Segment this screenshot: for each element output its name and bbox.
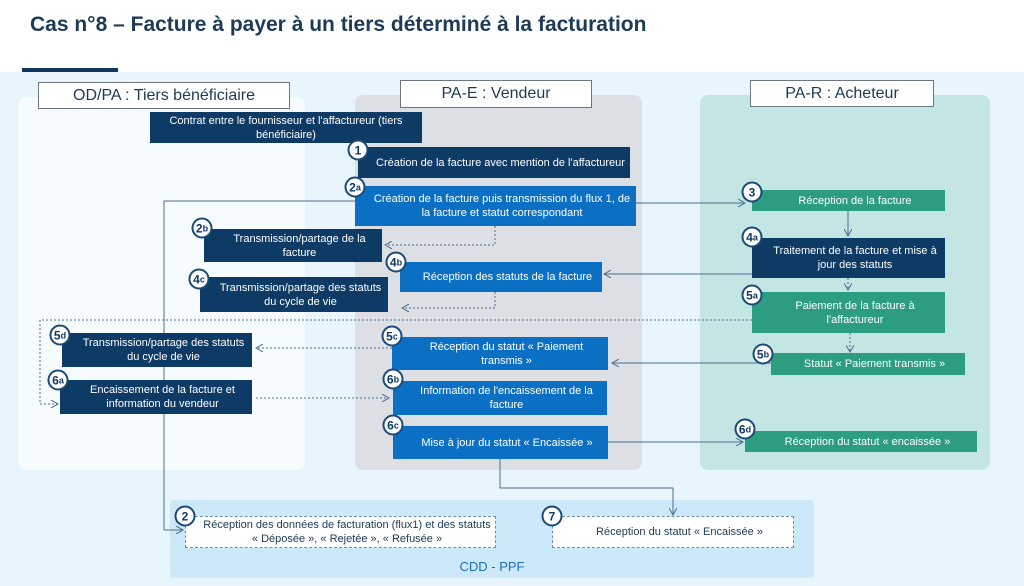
step-5a-box: Paiement de la facture à l'affactureur: [752, 292, 945, 333]
title-underline: [22, 68, 118, 72]
header-od: OD/PA : Tiers bénéficiaire: [38, 82, 290, 109]
contract-box: Contrat entre le fournisseur et l'affact…: [150, 112, 422, 143]
step-4b-box: Réception des statuts de la facture: [400, 262, 602, 292]
cdd-label: CDD - PPF: [459, 559, 525, 574]
step-badge-1: 1: [347, 139, 369, 161]
step-2a-box: Création de la facture puis transmission…: [355, 186, 636, 226]
step-5b-box: Statut « Paiement transmis »: [771, 353, 965, 375]
page-title: Cas n°8 – Facture à payer à un tiers dét…: [30, 13, 647, 36]
step-2b-box: Transmission/partage de la facture: [204, 229, 382, 262]
step-badge-7: 7: [541, 505, 563, 527]
header-pae: PA-E : Vendeur: [400, 80, 592, 108]
header-par: PA-R : Acheteur: [750, 80, 934, 107]
step-6d-box: Réception du statut « encaissée »: [745, 431, 977, 452]
step-6a-box: Encaissement de la facture et informatio…: [60, 380, 252, 414]
step-1-box: Création de la facture avec mention de l…: [358, 147, 630, 178]
step-3-box: Réception de la facture: [752, 190, 945, 211]
step-6b-box: Information de l'encaissement de la fact…: [393, 381, 607, 415]
step-5c-box: Réception du statut « Paiement transmis …: [392, 337, 608, 370]
step-4a-box: Traitement de la facture et mise à jour …: [752, 238, 945, 278]
step-4c-box: Transmission/partage des statuts du cycl…: [200, 277, 388, 312]
step-badge-cdd-2: 2: [174, 505, 196, 527]
cdd-step-7-box: Réception du statut « Encaissée »: [552, 516, 794, 548]
step-badge-3: 3: [741, 181, 763, 203]
step-5d-box: Transmission/partage des statuts du cycl…: [62, 333, 252, 367]
par-panel: [700, 95, 990, 470]
cdd-step-2-box: Réception des données de facturation (fl…: [185, 516, 496, 548]
step-6c-box: Mise à jour du statut « Encaissée »: [393, 426, 608, 459]
